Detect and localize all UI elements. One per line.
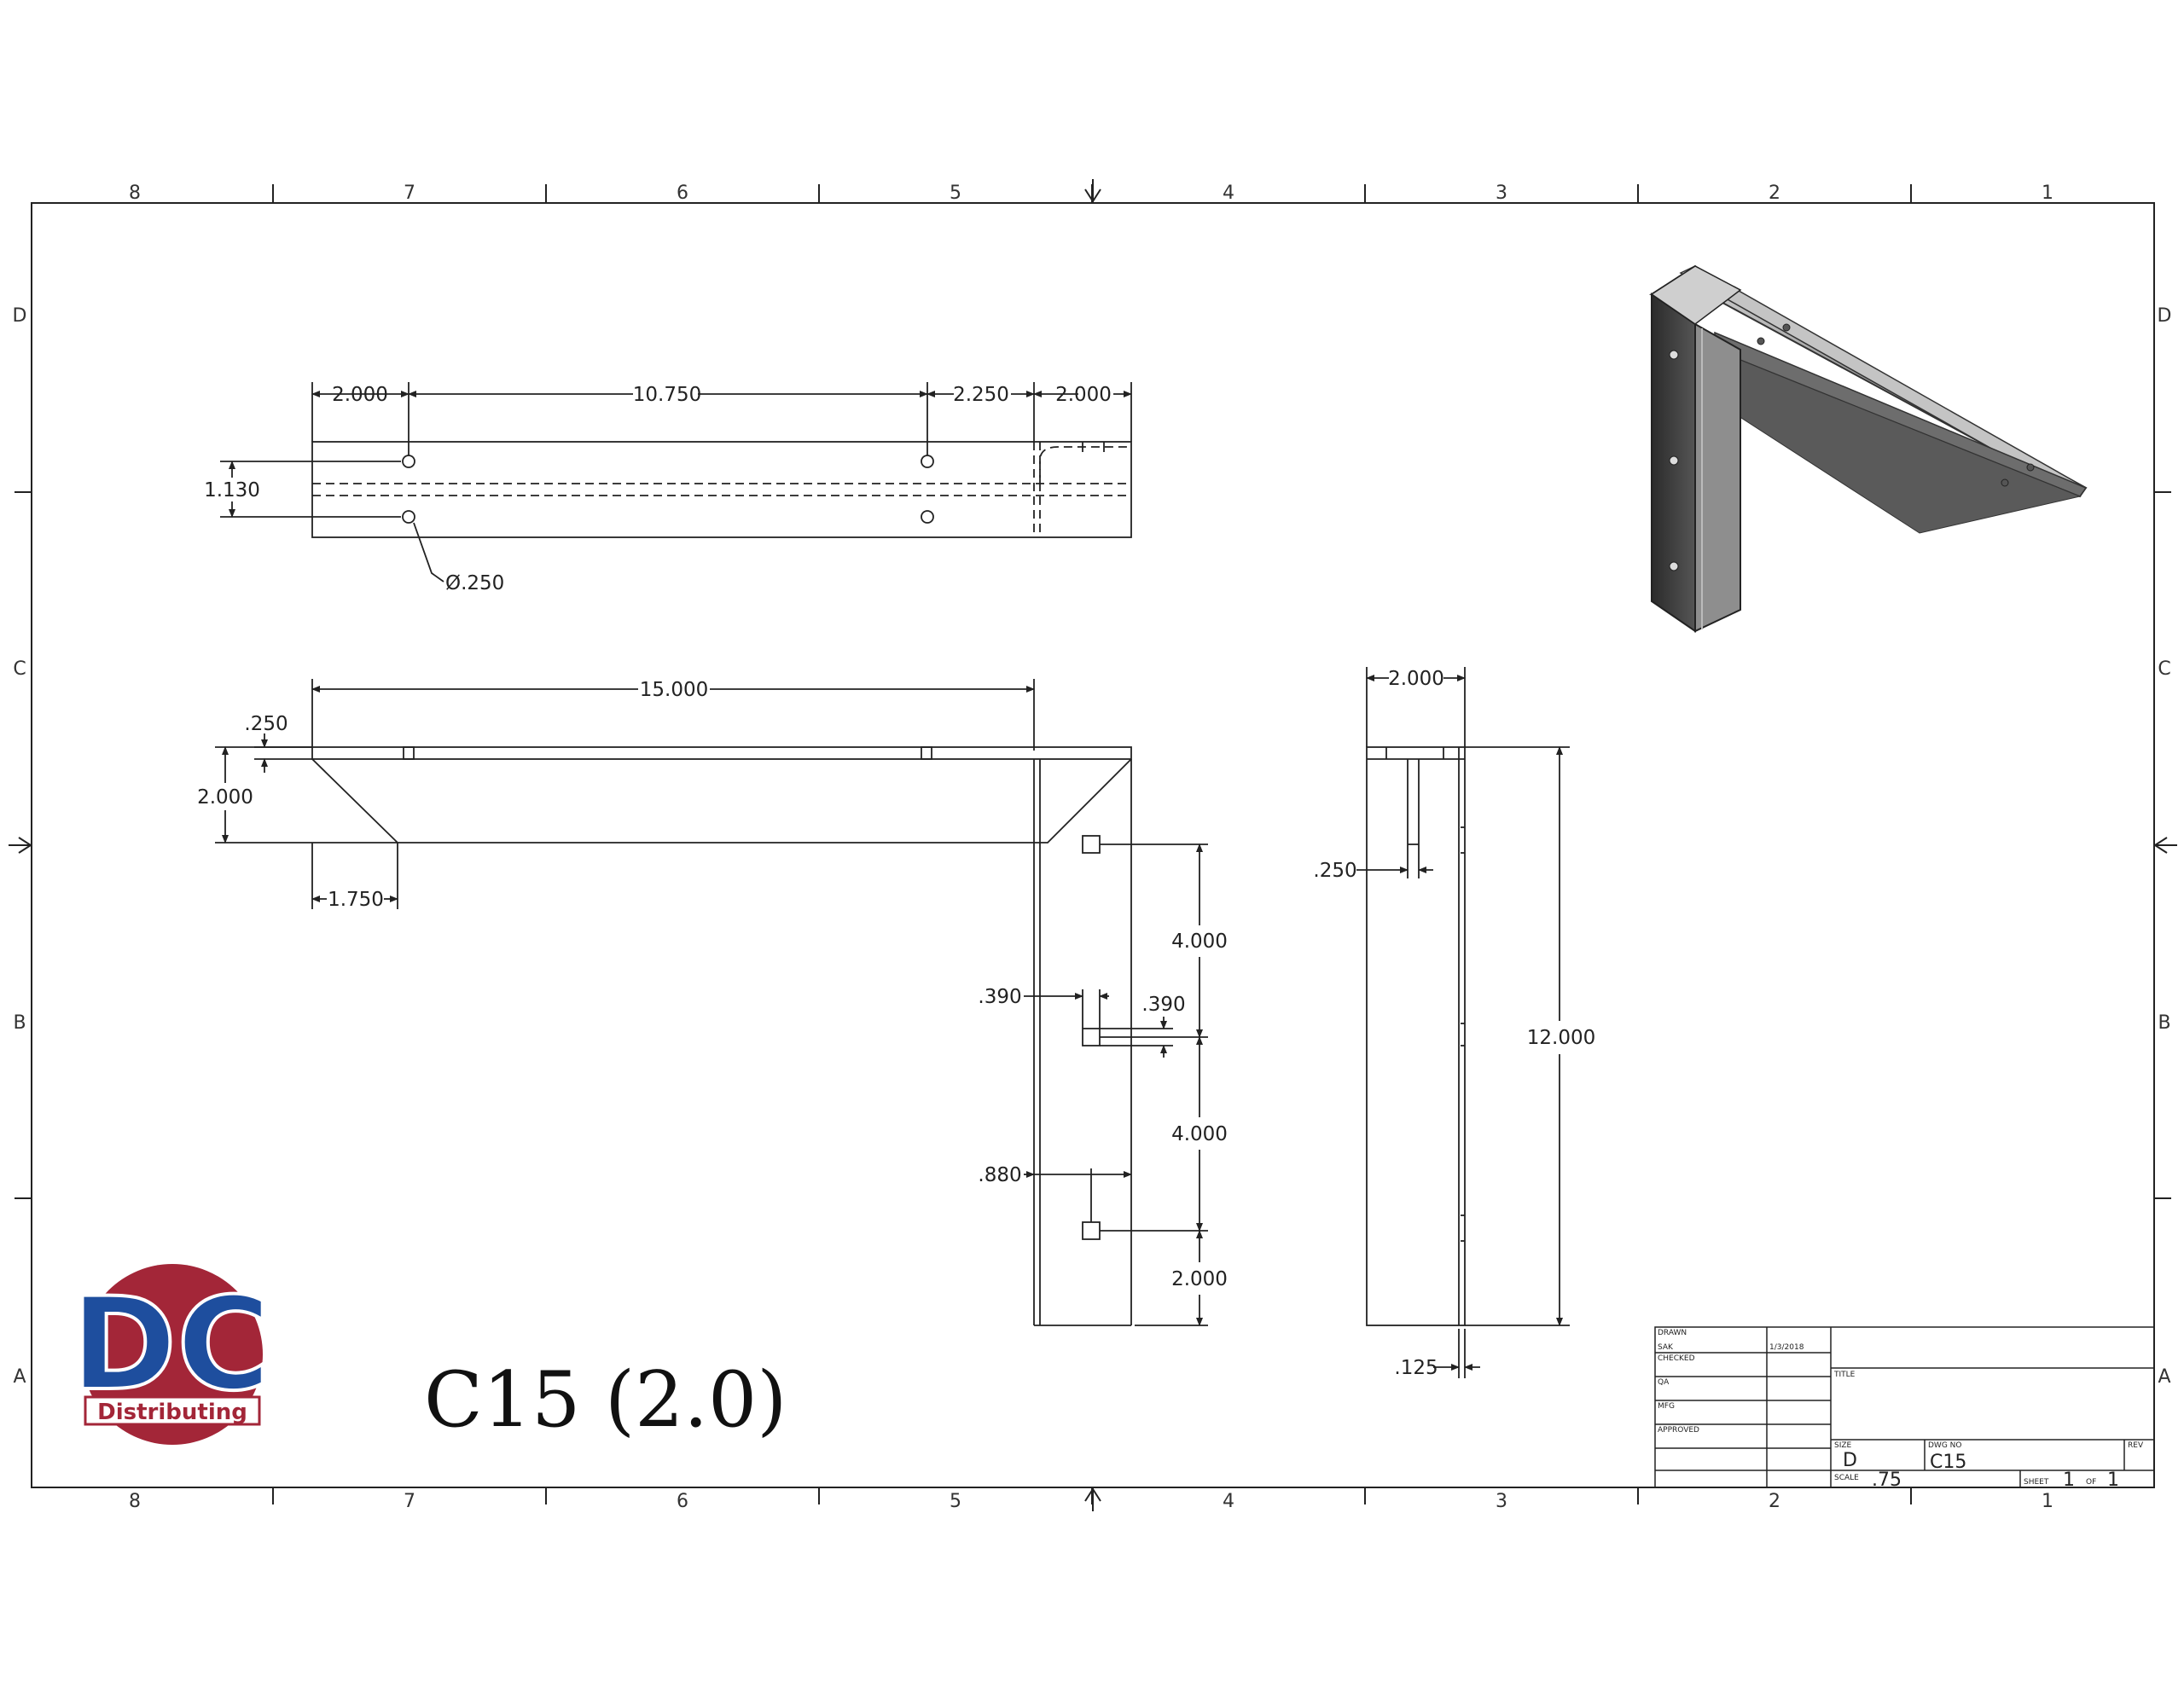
tb-row-label: DRAWN [1658,1329,1687,1337]
tb-scale-label: SCALE [1834,1474,1859,1482]
isometric-bracket-view [1648,264,2088,633]
top-view-dimensions: 2.000 10.750 2.250 2.000 1.130 Ø.250 [204,384,1112,594]
dim-label: 2.000 [1388,668,1444,690]
zone-col-top: 8 [129,183,141,204]
zone-col-top: 3 [1496,183,1507,204]
dim-label: .250 [1313,860,1356,882]
zone-row-left: D [13,305,27,327]
zone-row-right: D [2158,305,2172,327]
zone-col-bottom: 1 [2042,1491,2053,1512]
zone-col-top: 6 [677,183,688,204]
tb-sheet-total: 1 [2107,1470,2119,1491]
side-view [1356,667,1570,1378]
dim-label: 2.000 [1055,384,1112,406]
front-view-dimensions: 15.000 .250 2.000 1.750 4.000 .390 .390 … [197,679,1228,1290]
tb-row-label: QA [1658,1378,1670,1387]
dim-label: 4.000 [1171,930,1228,953]
zone-labels-left: D C B A [13,305,27,1388]
zone-col-bottom: 8 [129,1491,141,1512]
dim-label: 12.000 [1527,1027,1595,1049]
tb-title-label: TITLE [1833,1371,1856,1379]
dim-label: 10.750 [633,384,701,406]
dim-label: 2.000 [332,384,388,406]
zone-row-right: B [2158,1012,2170,1034]
dim-label: Ø.250 [445,572,504,594]
logo-word: Distributing [97,1400,247,1425]
tb-row-label: APPROVED [1658,1426,1699,1435]
zone-row-left: C [13,658,26,680]
zone-col-top: 4 [1223,183,1234,204]
zone-col-bottom: 3 [1496,1491,1507,1512]
front-view [215,679,1208,1326]
sheet-border [9,179,2177,1511]
dim-label: .250 [244,713,288,735]
tb-dwg-label: DWG NO [1928,1441,1961,1450]
dim-label: 4.000 [1171,1123,1228,1145]
zone-labels-right: D C B A [2158,305,2172,1388]
dim-label: 2.000 [197,786,253,809]
dim-label: 1.750 [328,889,384,911]
zone-col-bottom: 4 [1223,1491,1234,1512]
tb-dwg-value: C15 [1930,1452,1966,1473]
tb-size-label: SIZE [1834,1441,1852,1450]
tb-rev-label: REV [2128,1441,2144,1450]
tb-size-value: D [1843,1450,1857,1471]
dim-label: .390 [978,986,1021,1008]
side-view-dimensions: 2.000 .250 12.000 .125 [1313,668,1595,1379]
logo-initials: DC [71,1271,271,1419]
zone-col-top: 1 [2042,183,2053,204]
tb-sheet-label: SHEET [2024,1478,2049,1487]
dim-label: 15.000 [640,679,708,701]
zone-labels-bottom: 8 7 6 5 4 3 2 1 [129,1491,2053,1512]
zone-col-top: 2 [1769,183,1780,204]
dim-label: 2.250 [953,384,1009,406]
title-block [1654,1326,2155,1488]
tb-row-label: MFG [1658,1402,1675,1411]
dim-label: 2.000 [1171,1268,1228,1290]
zone-col-bottom: 5 [950,1491,961,1512]
zone-col-top: 7 [404,183,415,204]
dim-label: .390 [1141,994,1185,1016]
zone-row-right: A [2158,1366,2170,1388]
dim-label: .880 [978,1164,1021,1186]
dim-label: .125 [1394,1357,1438,1379]
zone-labels-top: 8 7 6 5 4 3 2 1 [129,183,2053,204]
tb-date: 1/3/2018 [1769,1343,1804,1352]
dim-label: 1.130 [204,479,260,501]
tb-row-label: CHECKED [1658,1354,1695,1363]
tb-sheet-num: 1 [2063,1470,2075,1491]
zone-col-top: 5 [950,183,961,204]
top-view [220,382,1132,583]
zone-col-bottom: 2 [1769,1491,1780,1512]
part-label: C15 (2.0) [424,1355,787,1445]
tb-drawn-by: SAK [1658,1343,1674,1352]
tb-scale-value: .75 [1872,1470,1902,1491]
title-block-text: DRAWN SAK CHECKED QA MFG APPROVED 1/3/20… [1658,1329,2144,1491]
zone-row-left: B [13,1012,26,1034]
zone-col-bottom: 6 [677,1491,688,1512]
dc-distributing-logo: DC Distributing [69,1264,272,1445]
zone-row-left: A [13,1366,26,1388]
tb-of-label: OF [2086,1478,2096,1487]
zone-row-right: C [2158,658,2170,680]
zone-col-bottom: 7 [404,1491,415,1512]
